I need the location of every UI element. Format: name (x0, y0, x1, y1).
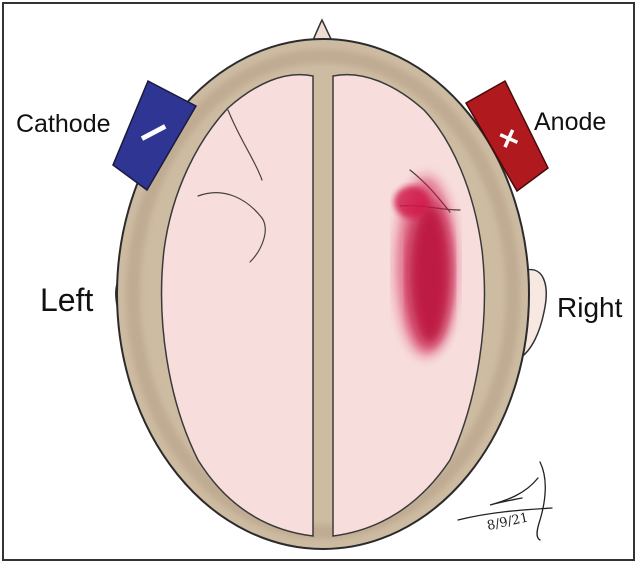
signature-date: 8/9/21 (486, 511, 530, 534)
anode-label: Anode (534, 108, 606, 137)
cathode-label: Cathode (16, 110, 111, 139)
left-label: Left (40, 282, 93, 319)
right-label: Right (557, 292, 622, 324)
